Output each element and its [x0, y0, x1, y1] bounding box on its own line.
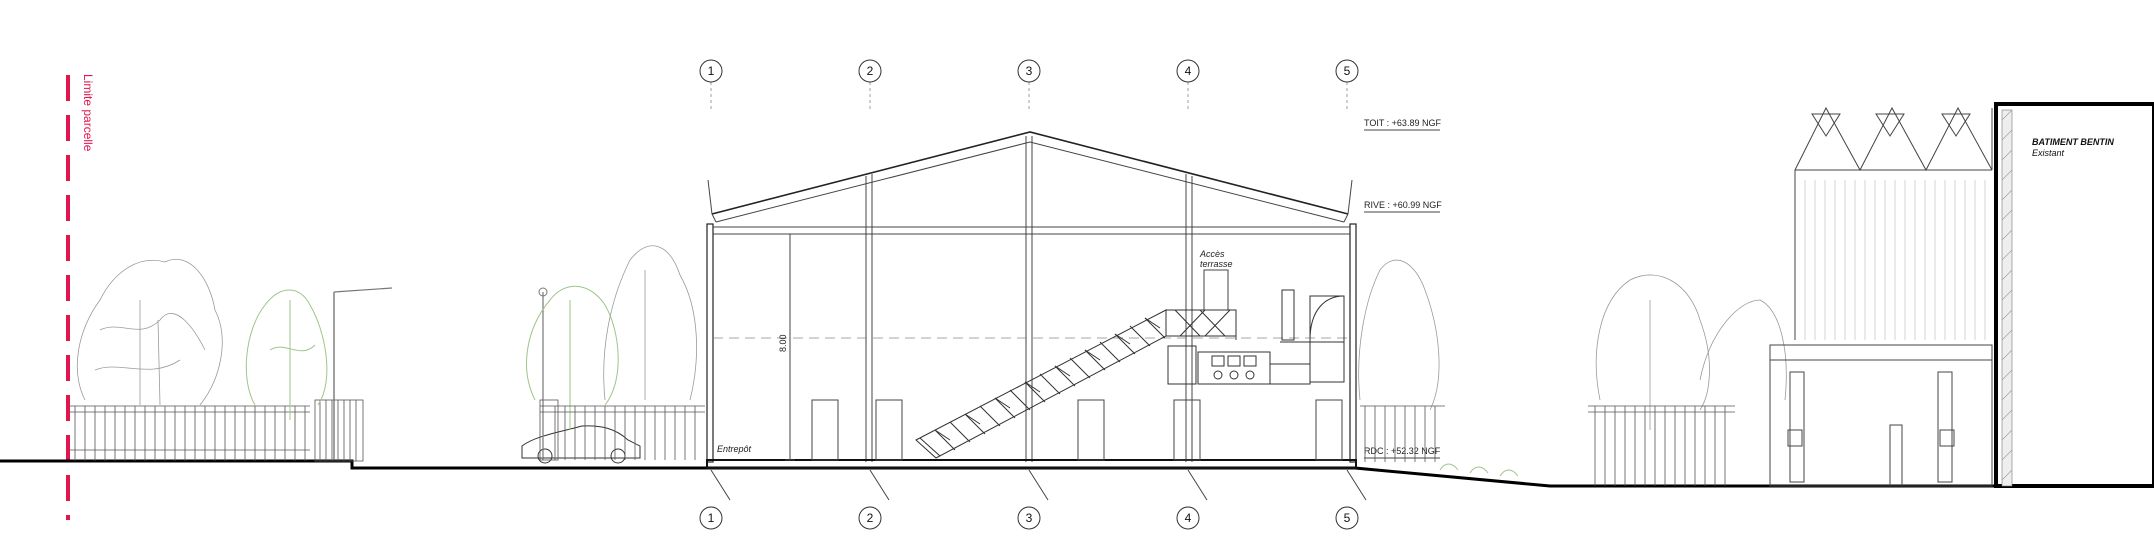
acces-terrasse-label-line1: Accès — [1199, 249, 1225, 259]
hvac-equipment — [1167, 289, 1345, 385]
ground-line — [0, 459, 2154, 488]
sawtooth-building — [1769, 106, 1993, 487]
roof-outline — [711, 131, 1349, 215]
staircase — [915, 309, 1237, 459]
axis-bottom-4: 4 — [1185, 511, 1192, 525]
entrepot-label: Entrepôt — [717, 444, 752, 454]
height-dimension-label: 8.00 — [778, 334, 788, 352]
axis-bottom-5: 5 — [1344, 511, 1351, 525]
axis-bottom-3: 3 — [1026, 511, 1033, 525]
ground-shrubs — [1439, 463, 1519, 477]
existing-building — [1994, 102, 2154, 488]
axis-top-5: 5 — [1344, 64, 1351, 78]
axis-bottom-2: 2 — [867, 511, 874, 525]
axis-markers-top: 1 2 3 4 5 — [699, 59, 1359, 112]
axis-markers-bottom: 1 2 3 4 5 — [699, 469, 1367, 530]
level-rdc: RDC : +52.32 NGF — [1364, 446, 1441, 456]
existing-building-status: Existant — [2032, 148, 2065, 158]
right-vegetation — [1358, 259, 1787, 486]
level-toit: TOIT : +63.89 NGF — [1364, 118, 1441, 128]
existing-building-name: BATIMENT BENTIN — [2032, 137, 2114, 147]
axis-bottom-1: 1 — [708, 511, 715, 525]
level-markers: TOIT : +63.89 NGF RIVE : +60.99 NGF RDC … — [1364, 118, 1442, 459]
roof-inner — [715, 141, 1345, 223]
axis-top-2: 2 — [867, 64, 874, 78]
floor-slab — [706, 459, 1357, 469]
columns — [865, 136, 1193, 462]
left-wall — [706, 223, 714, 463]
axis-top-1: 1 — [708, 64, 715, 78]
left-trees — [76, 259, 393, 460]
axis-top-4: 4 — [1185, 64, 1192, 78]
acces-terrasse-label-line2: terrasse — [1200, 259, 1233, 269]
level-rive: RIVE : +60.99 NGF — [1364, 200, 1442, 210]
axis-top-3: 3 — [1026, 64, 1033, 78]
right-wall — [1349, 223, 1357, 463]
property-limit-label: Limite parcelle — [81, 74, 95, 152]
left-fence — [70, 399, 364, 462]
warehouse-section: 8.00 — [706, 131, 1357, 469]
middle-vegetation — [526, 245, 705, 461]
